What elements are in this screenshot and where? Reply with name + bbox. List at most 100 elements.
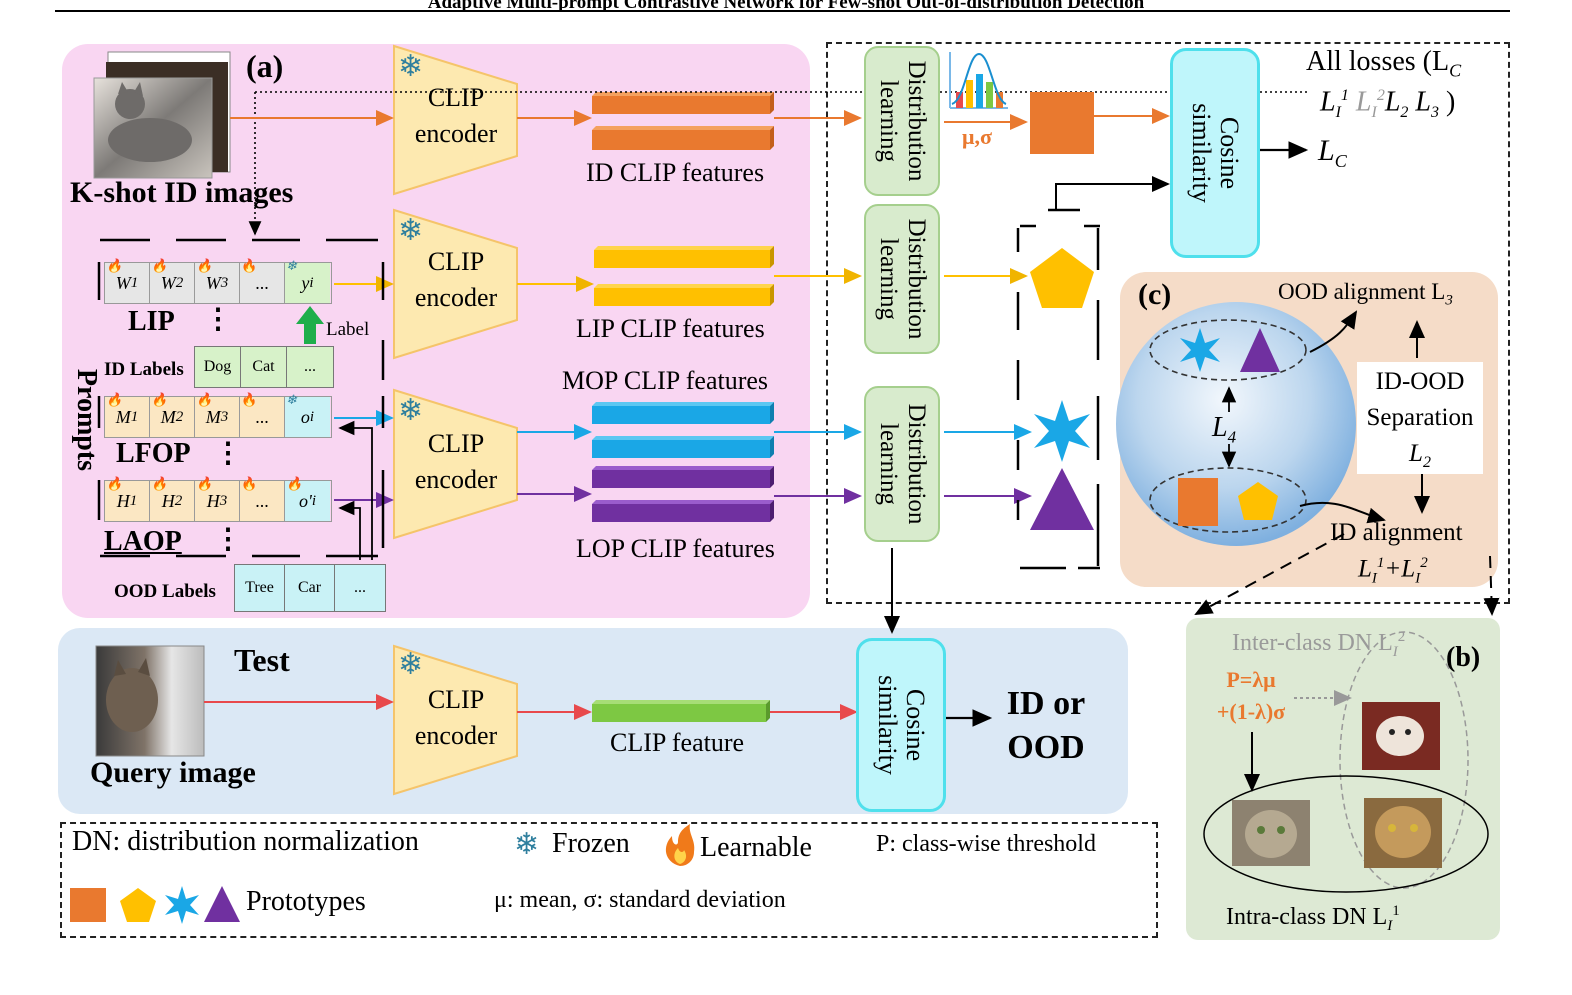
mop-feature-bars — [592, 402, 774, 458]
ood-labels-title: OOD Labels — [114, 581, 216, 602]
snowflake-icon: ❄ — [398, 394, 424, 427]
lop-prototype-triangle — [1030, 468, 1094, 530]
mop-prototype-star — [1034, 400, 1090, 462]
intra-class-image-1 — [1232, 800, 1310, 866]
class-threshold-formula: P=λμ+(1-λ)σ — [1216, 667, 1286, 724]
legend-flame-shape — [665, 824, 695, 866]
flame-icon: 🔥 — [151, 476, 168, 491]
clip-encoder-2-shape — [393, 208, 518, 360]
flame-icon: 🔥 — [241, 392, 258, 407]
intra-class-image-2 — [1364, 798, 1442, 868]
distribution-learning-box-3: Distribution learning — [864, 386, 940, 542]
lip-token-ellipsis: 🔥... — [240, 259, 285, 303]
snowflake-icon: ❄ — [398, 50, 424, 83]
intra-class-dn-label: Intra-class DN LI1 — [1226, 903, 1400, 934]
flame-icon: 🔥 — [286, 476, 303, 491]
loss-region-dashed-box — [826, 42, 1510, 604]
snowflake-icon: ❄ — [398, 214, 424, 247]
ood-label-cell: ... — [354, 579, 366, 596]
lip-label: LIP — [128, 306, 175, 337]
kshot-id-images — [93, 51, 231, 179]
flame-icon: 🔥 — [196, 476, 213, 491]
flame-icon: 🔥 — [106, 476, 123, 491]
id-label-cell: Dog — [195, 347, 242, 387]
l4-label: L4 — [1212, 412, 1237, 447]
cosine-similarity-box-train: Cosine similarity — [1170, 48, 1260, 258]
lop-feature-bars — [592, 466, 774, 522]
all-losses-label: All losses (LC — [1306, 46, 1462, 81]
mu-sigma-label: μ,σ — [962, 124, 992, 149]
distribution-learning-box-1: Distribution learning — [864, 46, 940, 196]
paper-header-title: Adaptive Multi-prompt Contrastive Networ… — [427, 0, 1145, 12]
clip-encoder-2-label: CLIP encoder — [414, 247, 498, 312]
panel-c-tag: (c) — [1138, 278, 1172, 311]
panel-b-tag: (b) — [1446, 642, 1481, 673]
flame-icon: 🔥 — [151, 258, 168, 273]
label-arrow-text: Label — [326, 319, 370, 340]
laop-token-ood: 🔥o'i — [285, 477, 330, 521]
snowflake-icon: ❄ — [514, 828, 540, 861]
lc-output-label: LC — [1318, 134, 1347, 171]
laop-vdots: ⋮ — [214, 524, 242, 555]
flame-icon: 🔥 — [241, 258, 258, 273]
panel-a-tag: (a) — [246, 48, 284, 84]
label-up-arrow — [296, 306, 324, 344]
legend-threshold-definition: P: class-wise threshold — [876, 831, 1096, 857]
id-features-label: ID CLIP features — [586, 158, 765, 187]
snowflake-icon: ❄ — [398, 648, 424, 681]
legend-prototypes-label: Prototypes — [246, 886, 366, 917]
flame-icon: 🔥 — [196, 258, 213, 273]
ood-labels-table: Tree Car ... — [234, 564, 386, 612]
id-labels-table: Dog Cat ... — [194, 346, 334, 388]
snowflake-icon: ❄ — [286, 258, 297, 273]
id-prototype-square — [1030, 92, 1094, 154]
lip-features-label: LIP CLIP features — [576, 314, 765, 343]
id-feature-bars — [592, 92, 774, 150]
clip-encoder-test-label: CLIP encoder — [414, 685, 498, 750]
inter-class-image — [1362, 702, 1440, 770]
mop-features-label: MOP CLIP features — [562, 366, 769, 395]
cosine-similarity-label: Cosine similarity — [1187, 103, 1244, 203]
id-alignment-label: ID alignment — [1330, 519, 1463, 546]
ood-label-cell: Car — [285, 565, 335, 611]
kshot-images-label: K-shot ID images — [70, 176, 294, 209]
legend-frozen-label: Frozen — [552, 828, 630, 859]
id-labels-title: ID Labels — [104, 359, 184, 380]
clip-encoder-1-shape — [393, 44, 518, 196]
distribution-learning-box-2: Distribution learning — [864, 204, 940, 354]
cosine-similarity-box-test: Cosine similarity — [856, 638, 946, 812]
prompts-label: Prompts — [71, 368, 102, 472]
lop-features-label: LOP CLIP features — [576, 534, 775, 563]
distribution-learning-label: Distribution learning — [875, 218, 930, 340]
laop-label: LAOP — [104, 526, 182, 557]
clip-encoder-test-shape — [393, 644, 518, 796]
flame-icon: 🔥 — [106, 392, 123, 407]
distribution-chart-icon — [949, 52, 1008, 109]
legend-learnable-label: Learnable — [700, 832, 812, 863]
id-label-cell: ... — [304, 358, 317, 375]
ood-label-cell: Tree — [235, 565, 285, 611]
cosine-similarity-label: Cosine similarity — [873, 675, 930, 775]
test-title: Test — [234, 642, 290, 678]
header-rule — [55, 10, 1510, 12]
legend-dashed-box — [60, 822, 1158, 938]
flame-icon: 🔥 — [151, 392, 168, 407]
id-label-cell: Cat — [241, 347, 288, 387]
legend-dn-definition: DN: distribution normalization — [72, 826, 419, 857]
flame-icon: 🔥 — [106, 258, 123, 273]
test-feature-bar — [592, 700, 770, 722]
